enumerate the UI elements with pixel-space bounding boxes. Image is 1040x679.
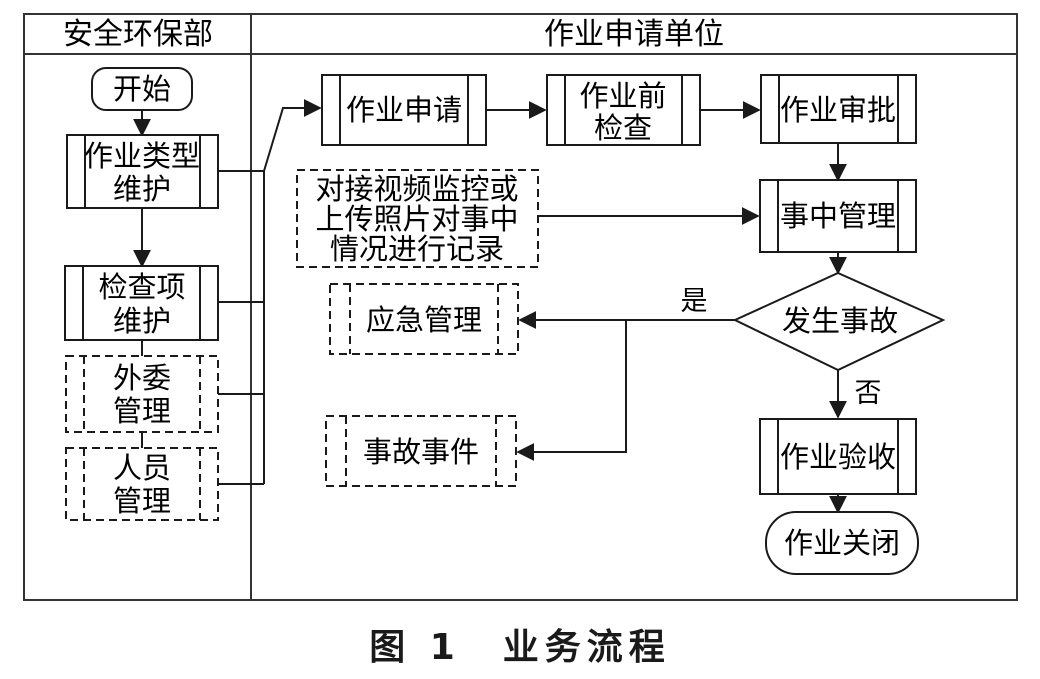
node-outsource-management	[65, 355, 219, 433]
node-work-approval	[760, 74, 917, 144]
node-approve-label: 作业审批	[780, 93, 896, 127]
node-emergency-label: 应急管理	[366, 303, 482, 337]
node-outsource-label-1: 外委	[113, 361, 171, 395]
node-accident-decision	[732, 271, 946, 372]
node-work-application	[321, 74, 487, 146]
node-work-close	[765, 511, 919, 575]
node-decision-label: 发生事故	[782, 304, 898, 338]
node-check-item-label-1: 检查项	[98, 270, 185, 304]
lane-title-safety-dept: 安全环保部	[63, 17, 213, 52]
node-in-process-management	[759, 179, 917, 253]
node-check-item-maintenance	[64, 265, 219, 341]
figure-caption: 图 1 业务流程	[369, 627, 671, 668]
node-start-label: 开始	[113, 72, 171, 106]
node-precheck-label-1: 作业前	[579, 79, 666, 113]
node-emergency-management	[329, 283, 519, 355]
node-start: 开始	[91, 67, 193, 111]
node-pre-work-check	[546, 74, 701, 146]
edge-yes-to-incident	[516, 320, 627, 461]
node-work-acceptance	[759, 418, 917, 495]
node-personnel-label-2: 管理	[113, 484, 171, 518]
node-work-type-maintenance	[66, 134, 219, 209]
node-record-note-label-2: 上传照片对事中	[315, 202, 518, 236]
node-close-label: 作业关闭	[784, 526, 900, 560]
edge-label-yes: 是	[681, 286, 708, 317]
connectors	[133, 99, 847, 514]
edge-label-no: 否	[855, 378, 882, 409]
node-personnel-label-1: 人员	[113, 451, 171, 485]
edge-bus-to-apply	[263, 99, 322, 172]
node-outsource-label-2: 管理	[113, 394, 171, 428]
node-record-note	[296, 169, 539, 268]
node-acceptance-label: 作业验收	[780, 440, 896, 474]
node-accident-event	[325, 415, 517, 487]
node-check-item-label-2: 维护	[113, 304, 171, 338]
lane-title-applicant-unit: 作业申请单位	[544, 17, 724, 52]
node-record-note-label-3: 情况进行记录	[330, 232, 504, 266]
node-precheck-label-2: 检查	[594, 111, 652, 145]
node-work-type-label-2: 维护	[113, 172, 171, 206]
node-in-process-label: 事中管理	[780, 199, 896, 233]
node-record-note-label-1: 对接视频监控或	[315, 172, 518, 206]
node-incident-label: 事故事件	[363, 435, 479, 469]
node-apply-label: 作业申请	[346, 93, 462, 127]
node-work-type-label-1: 作业类型	[84, 139, 200, 173]
node-personnel-management	[65, 447, 219, 521]
swimlane-frame	[23, 13, 1018, 601]
